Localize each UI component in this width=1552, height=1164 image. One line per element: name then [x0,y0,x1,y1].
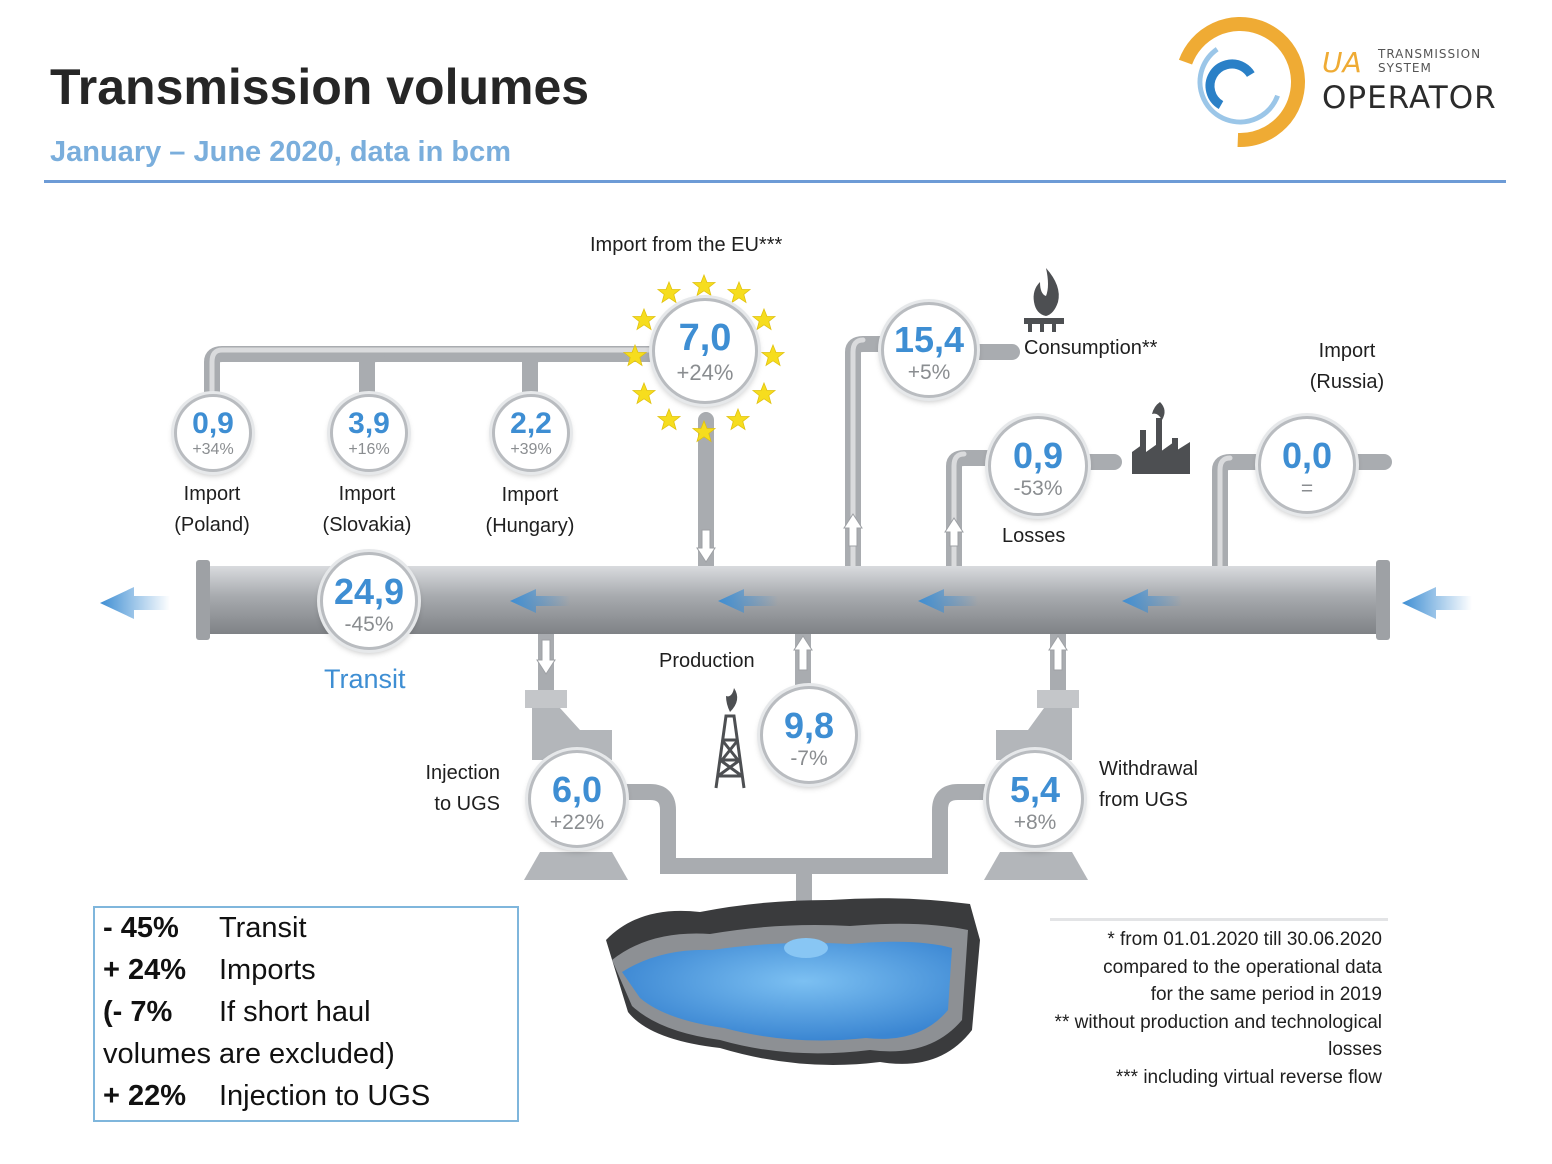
injection-change: +22% [549,811,605,834]
russia-import-label-line2: (Russia) [1309,371,1385,393]
slovakia-import-label-line2: (Slovakia) [322,514,412,536]
injection-label-line2: to UGS [434,793,500,815]
summary-line: (- 7%If short haul [103,996,371,1028]
eu-import-value: 7,0 [678,317,732,359]
hungary-import-label-line1: Import [501,484,559,506]
slovakia-import-change: +16% [348,441,390,458]
summary-line: + 24%Imports [103,954,316,986]
svg-text:SYSTEM: SYSTEM [1378,61,1432,75]
losses-value: 0,9 [1012,435,1064,476]
hungary-import-change: +39% [510,441,552,458]
page-title: Transmission volumes [50,59,590,115]
consumption-gauge: 15,4 +5% [881,302,977,398]
withdrawal-label-line2: from UGS [1099,789,1188,811]
drilling-rig-icon [714,688,746,789]
factory-icon [1132,402,1190,474]
svg-text:UA: UA [1322,46,1362,79]
production-label: Production [659,650,755,672]
poland-import-label: Import (Poland) [160,479,264,541]
header-divider [44,180,1506,183]
russia-import-value: 0,0 [1281,435,1333,476]
summary-box: - 45%Transit + 24%Imports (- 7%If short … [93,906,519,1122]
svg-text:TRANSMISSION: TRANSMISSION [1377,47,1481,61]
withdrawal-value: 5,4 [1009,769,1061,810]
injection-label: Injection to UGS [412,758,501,820]
russia-import-change: = [1300,477,1314,500]
footnote-line: losses [1328,1039,1382,1060]
summary-line: + 22%Injection to UGS [103,1080,431,1112]
flow-arrow-icon [100,587,1472,619]
ua-tso-logo: UA TRANSMISSION SYSTEM OPERATOR [1175,17,1497,147]
slovakia-import-value: 3,9 [348,407,390,440]
withdrawal-label: Withdrawal from UGS [1099,754,1198,816]
withdrawal-change: +8% [1013,811,1057,834]
slovakia-import-label: Import (Slovakia) [310,479,424,541]
hungary-import-value: 2,2 [510,407,552,440]
ugs-reservoir [606,898,980,1065]
consumption-value: 15,4 [893,319,965,360]
footnote-line: * from 01.01.2020 till 30.06.2020 [1107,929,1382,950]
losses-label: Losses [1002,525,1066,547]
footnote-line: compared to the operational data [1103,956,1382,978]
injection-value: 6,0 [551,769,603,810]
production-value: 9,8 [783,705,835,746]
summary-line: volumes are excluded) [103,1038,395,1070]
hungary-import-gauge: 2,2 +39% [492,394,570,472]
poland-import-label-line1: Import [183,483,241,505]
transit-value: 24,9 [333,571,405,612]
poland-import-gauge: 0,9 +34% [174,394,252,472]
withdrawal-label-line1: Withdrawal [1099,758,1198,780]
transit-change: -45% [344,613,394,636]
losses-change: -53% [1013,477,1063,500]
production-change: -7% [790,747,828,770]
consumption-change: +5% [907,361,951,384]
consumption-label: Consumption** [1024,337,1158,359]
russia-import-label: Import (Russia) [1296,336,1398,398]
footnote-line: *** including virtual reverse flow [1115,1066,1382,1088]
page-subtitle: January – June 2020, data in bcm [50,136,511,168]
footnotes: * from 01.01.2020 till 30.06.2020 compar… [1055,926,1382,1091]
slovakia-import-label-line1: Import [338,483,396,505]
svg-text:OPERATOR: OPERATOR [1322,80,1497,116]
summary-line: - 45%Transit [103,912,307,944]
production-gauge: 9,8 -7% [760,686,858,784]
eu-stars-icon [623,273,785,442]
transit-gauge: 24,9 -45% [320,552,418,650]
poland-import-label-line2: (Poland) [174,514,250,536]
hungary-import-label: Import (Hungary) [474,480,586,542]
eu-import-gauge: 7,0 +24% [652,298,758,404]
injection-gauge: 6,0 +22% [528,750,626,848]
footnote-line: ** without production and technological [1054,1011,1382,1033]
injection-pump-base [524,690,628,880]
withdrawal-pump-base [984,690,1088,880]
hungary-import-label-line2: (Hungary) [485,515,575,537]
footnote-line: for the same period in 2019 [1150,984,1382,1005]
eu-import-label: Import from the EU*** [590,234,783,256]
losses-gauge: 0,9 -53% [988,416,1088,516]
gas-flame-icon [1024,268,1064,332]
poland-import-change: +34% [192,441,234,458]
russia-import-gauge: 0,0 = [1258,416,1356,514]
transit-label: Transit [324,664,406,694]
slovakia-import-gauge: 3,9 +16% [330,394,408,472]
injection-label-line1: Injection [425,762,501,784]
transit-pipe [200,566,1386,634]
russia-import-label-line1: Import [1318,340,1376,362]
eu-import-change: +24% [676,360,734,385]
poland-import-value: 0,9 [192,407,234,440]
withdrawal-gauge: 5,4 +8% [986,750,1084,848]
